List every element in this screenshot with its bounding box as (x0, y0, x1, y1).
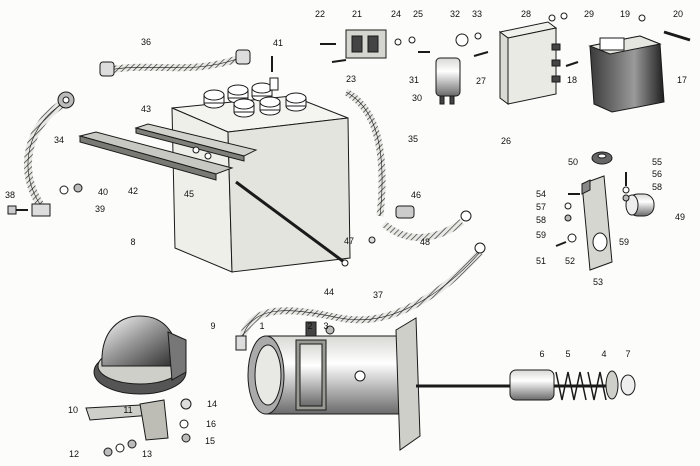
callout-17: 17 (676, 75, 688, 85)
callout-7: 7 (625, 349, 631, 359)
callout-43: 43 (140, 104, 152, 114)
callout-25: 25 (412, 9, 424, 19)
cover-17 (588, 14, 691, 113)
starter-switch-21 (320, 29, 416, 63)
callout-29: 29 (583, 9, 595, 19)
callout-45: 45 (183, 189, 195, 199)
callout-24: 24 (390, 9, 402, 19)
callout-56: 56 (651, 169, 663, 179)
callout-6: 6 (539, 349, 545, 359)
battery (171, 77, 351, 273)
callout-9: 9 (210, 321, 216, 331)
control-box-26 (498, 12, 579, 105)
callout-58: 58 (535, 215, 547, 225)
clip-46 (395, 205, 415, 219)
callout-28: 28 (520, 9, 532, 19)
callout-37: 37 (372, 290, 384, 300)
callout-50: 50 (567, 157, 579, 167)
callout-59: 59 (535, 230, 547, 240)
callout-52: 52 (564, 256, 576, 266)
callout-16: 16 (205, 419, 217, 429)
callout-10: 10 (67, 405, 79, 415)
cable-35 (344, 88, 386, 217)
callout-53: 53 (592, 277, 604, 287)
callout-44: 44 (323, 287, 335, 297)
callout-36: 36 (140, 37, 152, 47)
callout-38: 38 (4, 190, 16, 200)
callout-48: 48 (419, 237, 431, 247)
callout-4: 4 (601, 349, 607, 359)
callout-33: 33 (471, 9, 483, 19)
callout-14: 14 (206, 399, 218, 409)
callout-21: 21 (351, 9, 363, 19)
callout-46: 46 (410, 190, 422, 200)
cable-36 (109, 54, 242, 74)
callout-55: 55 (651, 157, 663, 167)
callout-54: 54 (535, 189, 547, 199)
callout-20: 20 (672, 9, 684, 19)
callout-31: 31 (408, 75, 420, 85)
cable-34 (23, 100, 65, 215)
battery-clamp-bars (78, 123, 258, 181)
callout-42: 42 (127, 186, 139, 196)
relay-30 (418, 32, 489, 105)
callout-3: 3 (323, 321, 329, 331)
callout-5: 5 (565, 349, 571, 359)
bolt-38 (7, 205, 17, 215)
callout-35: 35 (407, 134, 419, 144)
callout-40: 40 (97, 187, 109, 197)
callout-12: 12 (68, 449, 80, 459)
callout-18: 18 (566, 75, 578, 85)
callout-26: 26 (500, 136, 512, 146)
callout-23: 23 (345, 74, 357, 84)
callout-11: 11 (123, 405, 133, 415)
washer-47 (368, 236, 376, 244)
nut-40 (73, 183, 83, 193)
callout-2: 2 (307, 321, 313, 331)
callout-41: 41 (272, 38, 284, 48)
horn-9 (85, 315, 192, 457)
callout-27: 27 (475, 76, 487, 86)
callout-59: 59 (618, 237, 630, 247)
callout-58: 58 (651, 182, 663, 192)
callout-1: 1 (259, 321, 265, 331)
cable-48 (381, 219, 465, 241)
callout-34: 34 (53, 135, 65, 145)
callout-51: 51 (535, 256, 547, 266)
callout-39: 39 (94, 204, 106, 214)
callout-47: 47 (343, 236, 355, 246)
callout-32: 32 (449, 9, 461, 19)
starter-motor-1 (247, 317, 606, 451)
washer-39 (59, 185, 69, 195)
callout-19: 19 (619, 9, 631, 19)
starter-drive-assembly (509, 369, 636, 401)
solenoid-bracket-53 (555, 151, 655, 271)
callout-13: 13 (141, 449, 153, 459)
callout-57: 57 (535, 202, 547, 212)
callout-30: 30 (411, 93, 423, 103)
callout-22: 22 (314, 9, 326, 19)
callout-8: 8 (130, 237, 136, 247)
battery-rod (235, 180, 345, 264)
callout-15: 15 (204, 436, 216, 446)
callout-49: 49 (674, 212, 686, 222)
